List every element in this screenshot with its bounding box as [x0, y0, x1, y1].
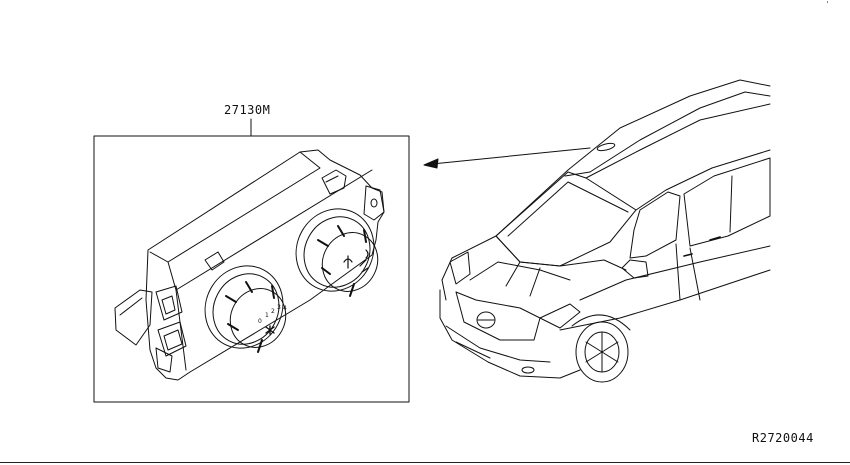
roof-line — [495, 79, 771, 237]
bottom-rule — [0, 462, 850, 463]
fan-tick-0: 0 — [258, 318, 262, 325]
part-number-label: 27130M — [224, 103, 271, 117]
front-door-edge — [675, 243, 681, 301]
front-side-window — [629, 191, 681, 259]
fan-tick-3: 3 — [277, 304, 281, 311]
front-clip — [204, 251, 225, 271]
fan-tick-2: 2 — [271, 308, 275, 315]
housing-body — [145, 149, 385, 381]
fan-speed-knob — [204, 265, 287, 353]
connector-tab — [114, 289, 153, 346]
dash-location-marker — [596, 142, 616, 152]
grille-emblem — [476, 311, 496, 329]
windshield — [495, 171, 637, 267]
mode-control-knob — [295, 208, 379, 297]
front-bumper — [439, 289, 581, 379]
fan-tick-4: 4 — [283, 305, 287, 312]
corner-mark: ' — [825, 0, 830, 9]
fan-tick-1: 1 — [265, 312, 269, 319]
location-arrow — [423, 147, 591, 169]
front-grille — [455, 291, 541, 341]
heater-control-unit: 0 1 2 3 4 — [114, 149, 385, 381]
right-headlight — [539, 303, 581, 329]
left-mount-lower — [157, 321, 187, 357]
callout-box — [93, 135, 410, 403]
front-wheel — [575, 321, 629, 383]
top-clip — [321, 169, 347, 195]
side-mirror — [621, 259, 649, 279]
left-mount-upper — [155, 285, 183, 321]
vehicle-minivan — [439, 79, 771, 383]
left-headlight — [449, 251, 471, 285]
reference-code: R2720044 — [752, 431, 814, 445]
right-mount-ear — [363, 185, 385, 221]
hood-edge — [451, 235, 627, 271]
rear-side-window — [683, 157, 771, 247]
